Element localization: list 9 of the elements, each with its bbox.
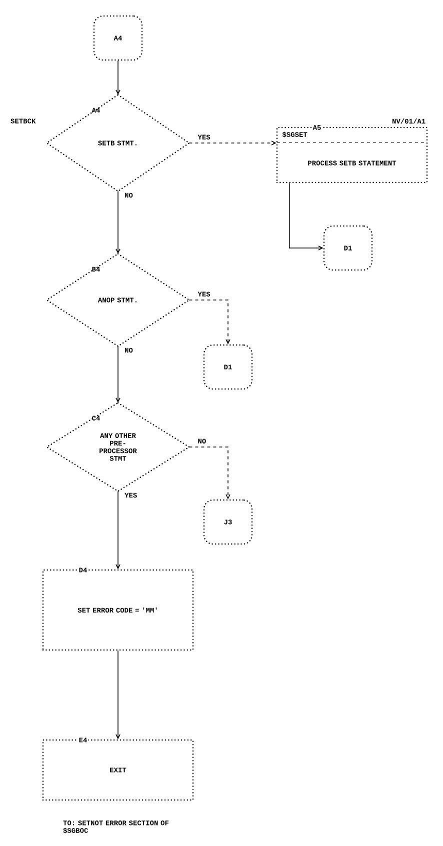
arrow: [288, 182, 324, 250]
arrow: [116, 650, 120, 740]
arrow: [188, 140, 276, 146]
arrow: [116, 60, 120, 95]
arrow: [116, 346, 120, 403]
arrow: [116, 490, 120, 570]
arrow: [116, 190, 120, 254]
arrow: [188, 300, 230, 344]
arrow: [188, 446, 230, 500]
